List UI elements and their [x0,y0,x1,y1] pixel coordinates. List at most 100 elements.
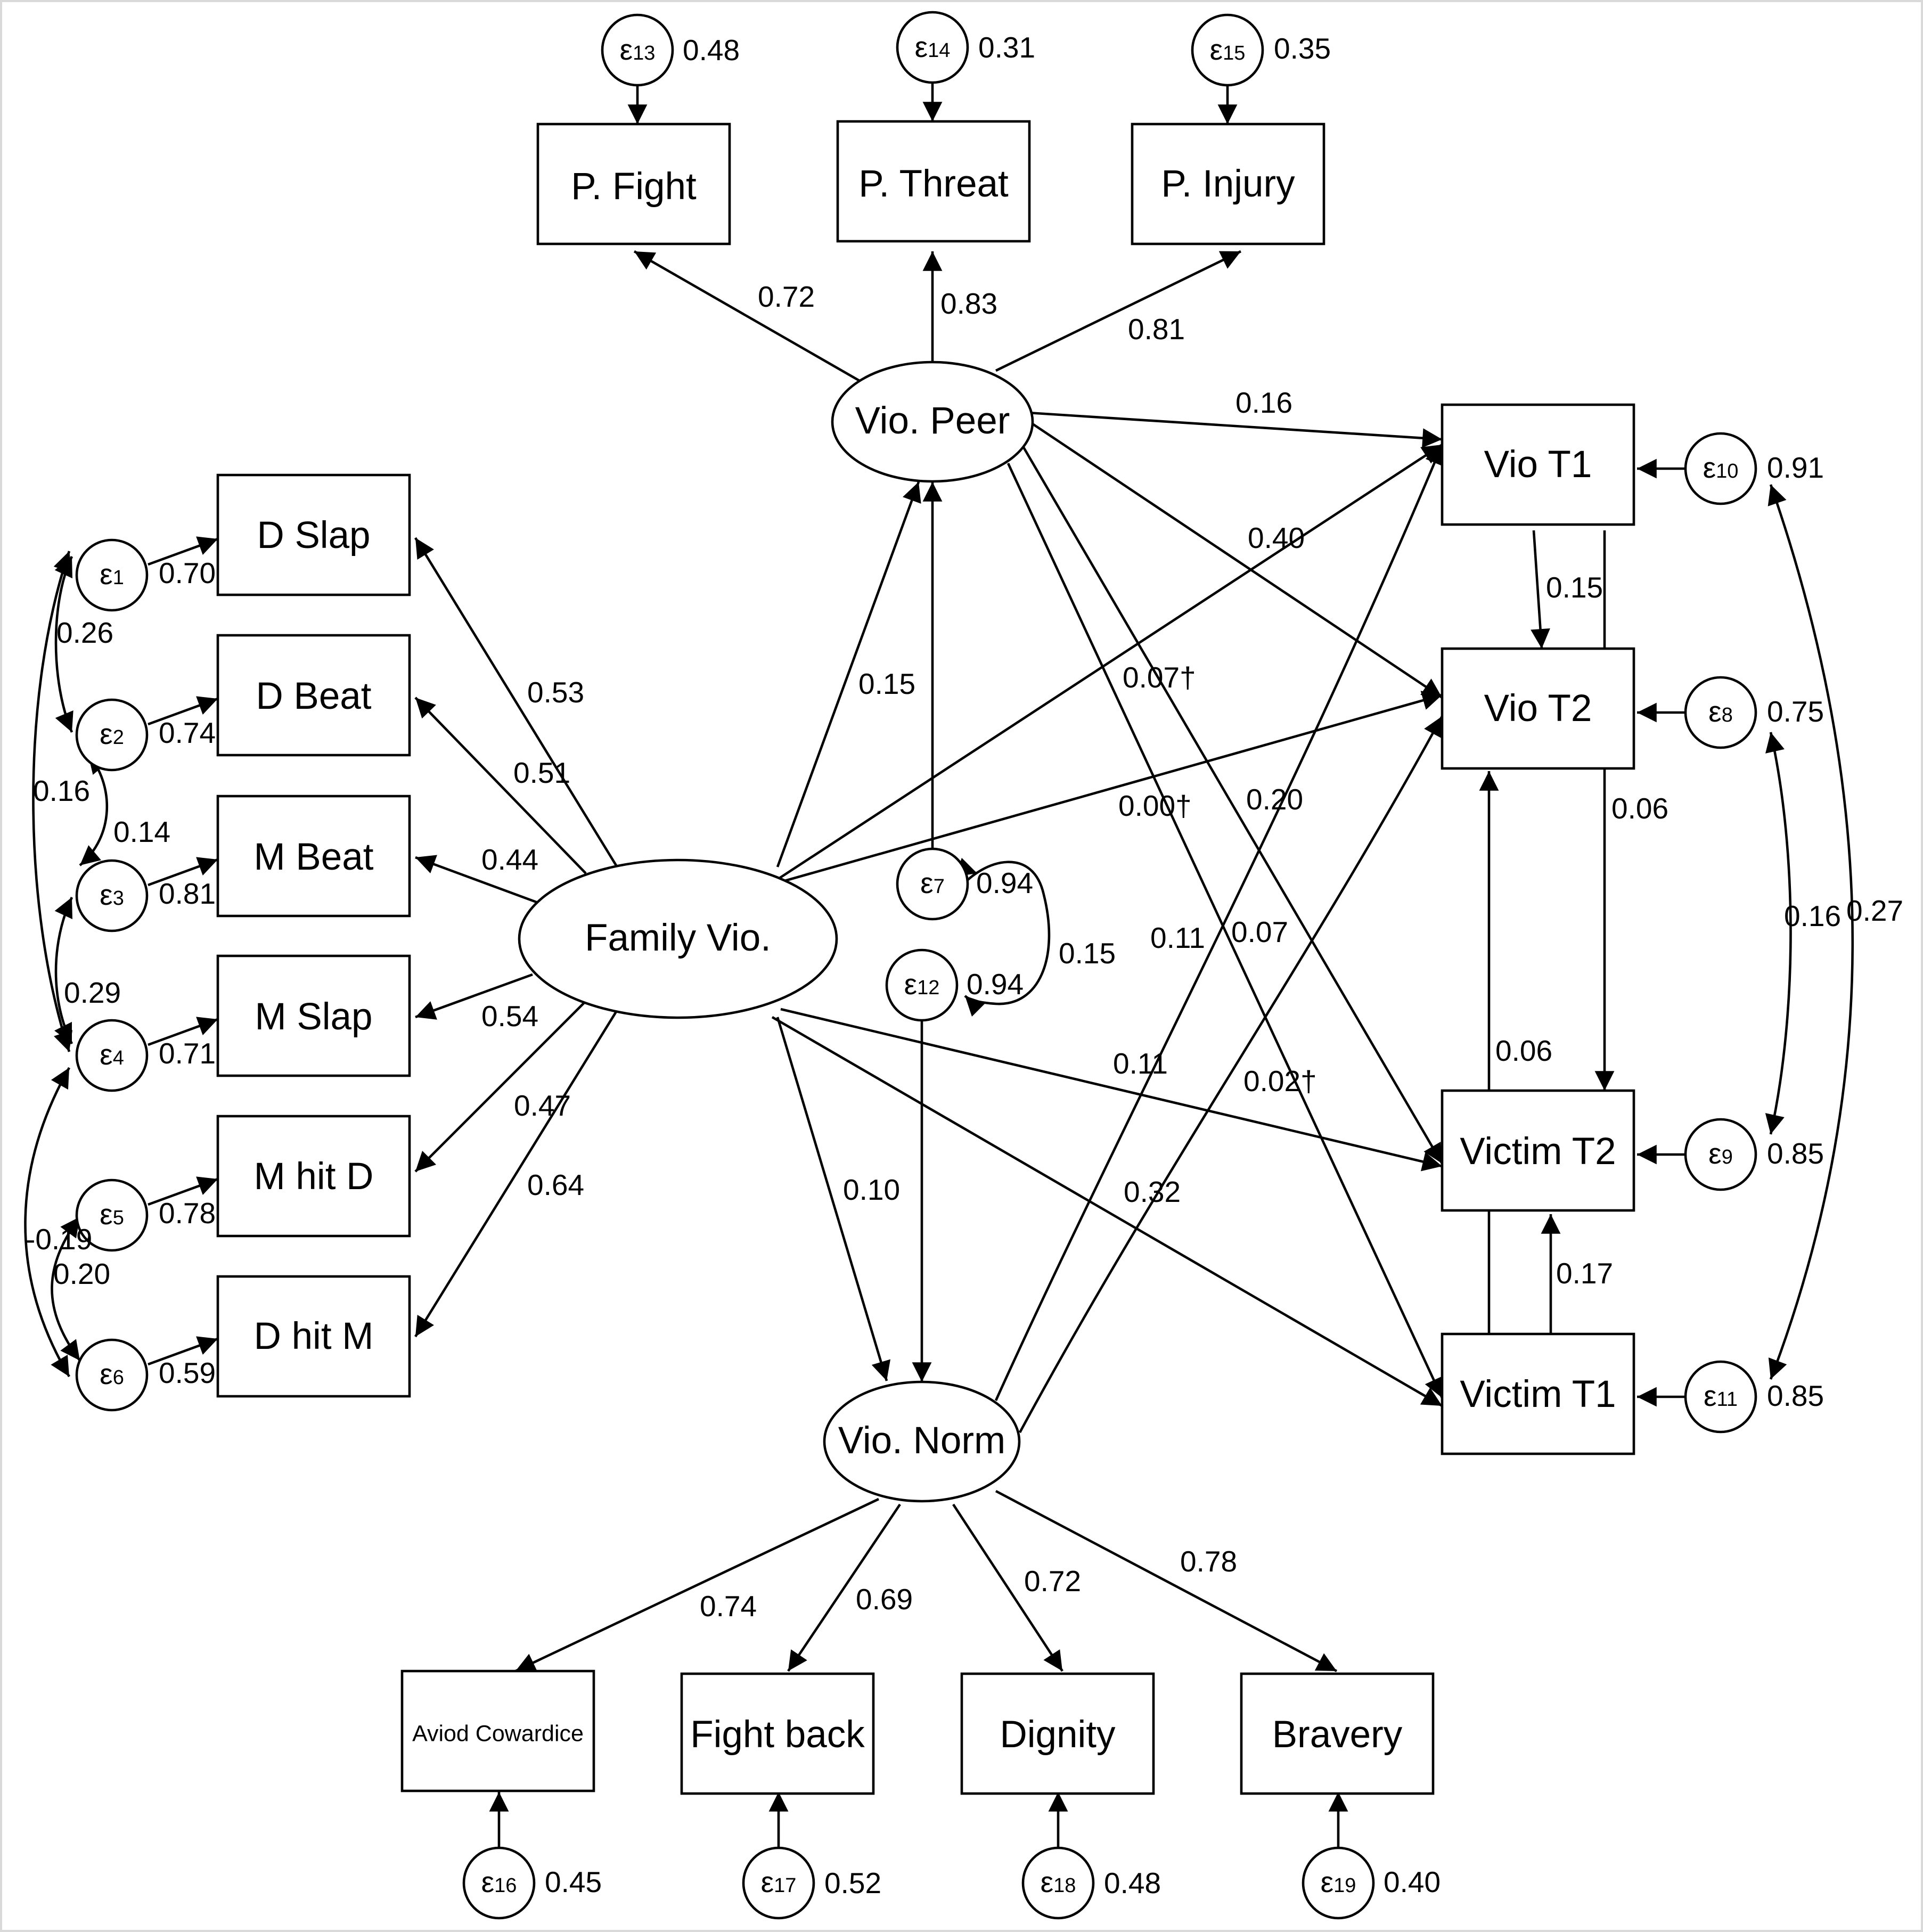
label-peer-injury: 0.81 [1128,313,1185,346]
node-family-vio: Family Vio. [518,858,838,1019]
arrow-vio-t1-vio-t2 [1531,530,1550,649]
svg-text:ε12: ε12 [904,968,940,1001]
label-family-vio-t2: 0.00† [1118,789,1192,822]
error-e6: ε6 0.59 [75,1338,216,1412]
arrow-e3-m-beat [148,857,218,887]
label-family-vio-t1: 0.07† [1123,661,1196,694]
arrow-norm-dignity [952,1503,1063,1672]
e19-subscript: 19 [1333,1874,1356,1897]
error-e15: ε15 0.35 [1191,13,1331,87]
e10-subscript: 10 [1716,460,1738,482]
e16-subscript: 16 [494,1874,517,1897]
cov-e4-e6 [24,1067,71,1378]
e17-subscript: 17 [774,1874,796,1897]
e6-variance: 0.59 [159,1356,216,1389]
arrow-family-d-beat [414,697,587,874]
vio-t2-label: Vio T2 [1484,687,1592,730]
arrow-e6-d-hit-m [148,1336,218,1366]
e14-subscript: 14 [928,39,950,62]
label-family-m-beat: 0.44 [481,843,538,876]
arrow-peer-p-injury [995,250,1242,372]
e3-subscript: 3 [113,887,124,910]
label-norm-aviod-cowardice: 0.74 [700,1590,757,1623]
arrow-family-victim-t2 [780,1008,1443,1172]
arrow-peer-vio-t2 [1027,420,1443,699]
label-vio-t1-vio-t2: 0.15 [1546,571,1603,604]
label-peer-victim-t1: 0.07 [1231,915,1288,948]
node-victim-t1: Victim T1 [1441,1332,1635,1455]
node-m-slap: M Slap [216,954,411,1077]
svg-text:ε3: ε3 [100,878,124,911]
e9-subscript: 9 [1722,1146,1733,1168]
svg-text:ε16: ε16 [481,1865,517,1898]
arrow-family-m-slap [415,973,533,1020]
e15-subscript: 15 [1223,42,1245,64]
error-e3: ε3 0.81 [75,859,216,932]
label-family-norm: 0.10 [843,1173,900,1206]
e15-symbol: ε [1210,33,1223,66]
label-norm-fight-back: 0.69 [856,1583,913,1616]
error-e8: ε8 0.75 [1684,676,1824,749]
e8-symbol: ε [1708,695,1722,728]
error-e18: ε18 0.48 [1021,1846,1161,1920]
cov-e2-e4 [32,551,73,1052]
e2-symbol: ε [100,717,113,750]
arrow-family-victim-t1 [771,1016,1443,1407]
node-bravery: Bravery [1240,1672,1435,1795]
observed-nodes: P. Fight P. Threat P. Injury D Slap D Be… [216,120,1635,1795]
label-family-d-hit-m: 0.64 [527,1168,584,1201]
e9-symbol: ε [1708,1137,1722,1170]
arrow-family-norm [776,1017,891,1381]
arrow-peer-victim-t2 [1022,446,1443,1165]
d-hit-m-label: D hit M [254,1315,374,1357]
error-e19: ε19 0.40 [1302,1846,1441,1920]
e18-symbol: ε [1041,1865,1054,1898]
svg-text:ε19: ε19 [1321,1865,1356,1898]
e6-symbol: ε [100,1357,113,1390]
label-cov-e3-e4: 0.29 [64,976,121,1009]
e11-variance: 0.85 [1767,1379,1824,1412]
label-peer-victim-t2: 0.20 [1246,783,1303,816]
e14-symbol: ε [915,30,928,63]
node-d-beat: D Beat [216,634,411,757]
node-victim-t2: Victim T2 [1441,1089,1635,1212]
arrow-norm-fight-back [787,1503,901,1672]
family-vio-label: Family Vio. [585,917,771,959]
svg-text:ε11: ε11 [1704,1379,1738,1412]
label-vio-t1-victim-t2: 0.06 [1611,792,1668,825]
arrow-peer-p-fight [633,250,861,382]
e3-symbol: ε [100,878,113,911]
error-e17: ε17 0.52 [742,1846,881,1920]
svg-text:ε6: ε6 [100,1357,124,1390]
e19-variance: 0.40 [1384,1865,1441,1898]
e19-symbol: ε [1321,1865,1334,1898]
label-cov-e10-e11: 0.27 [1846,894,1903,927]
e4-symbol: ε [100,1038,113,1071]
cov-e10-e11 [1767,484,1854,1380]
e5-subscript: 5 [113,1207,124,1229]
label-family-d-beat: 0.51 [513,756,570,789]
vio-norm-label: Vio. Norm [838,1420,1005,1462]
arrow-norm-aviod-cowardice [515,1497,879,1673]
label-norm-bravery: 0.78 [1180,1545,1237,1578]
aviod-cowardice-label: Aviod Cowardice [412,1721,584,1746]
label-peer-vio-t1: 0.16 [1235,386,1292,419]
svg-text:ε2: ε2 [100,717,124,750]
node-m-hit-d: M hit D [216,1115,411,1238]
label-family-m-hit-d: 0.47 [514,1089,571,1122]
e4-subscript: 4 [113,1047,124,1069]
victim-t1-label: Victim T1 [1460,1373,1616,1415]
error-terms: ε13 0.48 ε14 0.31 ε15 0.35 ε1 0.70 ε2 0.… [75,11,1824,1920]
cov-e5-e6 [51,1216,81,1362]
e1-variance: 0.70 [159,556,216,590]
label-family-victim-t2: 0.11 [1113,1047,1168,1080]
e17-symbol: ε [761,1865,774,1898]
e9-variance: 0.85 [1767,1137,1824,1170]
svg-text:ε8: ε8 [1708,695,1733,728]
e10-variance: 0.91 [1767,451,1824,484]
svg-text:ε13: ε13 [620,33,656,66]
label-victim-t1-victim-t2: 0.17 [1556,1257,1613,1290]
label-cov-e7-e12: 0.15 [1059,937,1116,970]
error-e2: ε2 0.74 [75,698,216,772]
